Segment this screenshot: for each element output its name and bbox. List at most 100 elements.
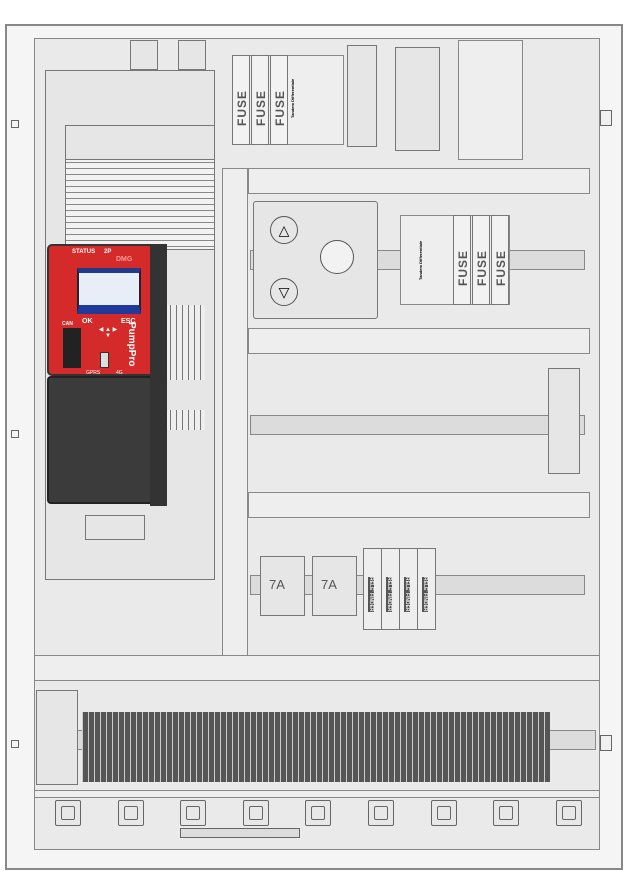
differential-label: Tandem Differentiale	[290, 78, 295, 118]
terminal	[268, 712, 274, 782]
terminal	[388, 712, 394, 782]
terminal	[172, 712, 178, 782]
terminal	[214, 712, 220, 782]
terminal	[190, 712, 196, 782]
relay-module: RELE' FINDER	[417, 548, 436, 630]
down-button[interactable]: ▽	[270, 278, 298, 306]
terminal	[400, 712, 406, 782]
controller-side-rail	[150, 244, 167, 506]
wire-duct-horizontal	[34, 655, 600, 681]
motor-switch	[178, 40, 206, 70]
terminal	[448, 712, 454, 782]
relay-7a: 7A	[260, 556, 305, 616]
terminal	[256, 712, 262, 782]
terminal	[220, 712, 226, 782]
terminal	[280, 712, 286, 782]
cable-gland	[556, 800, 582, 826]
terminal	[262, 712, 268, 782]
cable-gland	[118, 800, 144, 826]
terminal	[142, 712, 148, 782]
controller-product-name: PumpPro	[126, 322, 137, 367]
controller-can-label: CAN	[62, 321, 73, 327]
terminal	[166, 712, 172, 782]
up-button[interactable]: △	[270, 216, 298, 244]
terminal	[304, 712, 310, 782]
keypad[interactable]: ◀ ▲ ▶▼	[98, 327, 118, 339]
differential-label: Tandem Differentiale	[418, 240, 423, 280]
wire-duct-horizontal	[248, 492, 590, 518]
terminal	[472, 712, 478, 782]
terminal	[544, 712, 550, 782]
terminal	[196, 712, 202, 782]
terminal	[208, 712, 214, 782]
terminal	[94, 712, 100, 782]
terminal	[358, 712, 364, 782]
din-rail	[250, 415, 585, 435]
terminal	[274, 712, 280, 782]
terminal	[442, 712, 448, 782]
latch	[11, 430, 19, 438]
terminal	[430, 712, 436, 782]
terminal	[496, 712, 502, 782]
terminal	[88, 712, 94, 782]
transformer	[458, 40, 523, 160]
terminal	[526, 712, 532, 782]
terminal	[334, 712, 340, 782]
terminal	[394, 712, 400, 782]
control-box	[253, 201, 378, 319]
terminal	[328, 712, 334, 782]
ground-bar	[180, 828, 300, 838]
inverter-heatsink	[65, 150, 215, 250]
inverter-body	[65, 125, 215, 160]
terminal	[124, 712, 130, 782]
fuse: FUSE	[491, 215, 509, 305]
terminal	[370, 712, 376, 782]
terminal	[352, 712, 358, 782]
cable-gland	[243, 800, 269, 826]
relay-module: RELE' FINDER	[399, 548, 418, 630]
controller-brand: DMG	[116, 256, 133, 263]
fuse-block-top	[232, 55, 344, 145]
controller-2p-label: 2P	[104, 249, 112, 255]
hinge	[600, 735, 612, 751]
terminal	[412, 712, 418, 782]
terminal	[418, 712, 424, 782]
terminal	[310, 712, 316, 782]
usb-port[interactable]	[100, 352, 109, 368]
terminal	[286, 712, 292, 782]
terminal	[484, 712, 490, 782]
cable-gland	[368, 800, 394, 826]
terminal	[136, 712, 142, 782]
selector-switch[interactable]	[320, 240, 354, 274]
can-port	[63, 328, 81, 368]
cable-gland	[305, 800, 331, 826]
controller-display	[77, 268, 141, 314]
terminal	[460, 712, 466, 782]
terminal	[202, 712, 208, 782]
terminal	[502, 712, 508, 782]
terminal-block-power	[36, 690, 78, 785]
terminal	[538, 712, 544, 782]
terminal	[226, 712, 232, 782]
terminal-module	[347, 45, 377, 147]
terminal	[490, 712, 496, 782]
terminal	[346, 712, 352, 782]
terminal	[292, 712, 298, 782]
hinge	[600, 110, 612, 126]
terminal	[466, 712, 472, 782]
fuse: FUSE	[453, 215, 471, 305]
terminal	[160, 712, 166, 782]
cable-gland	[55, 800, 81, 826]
relay-rating: 7A	[321, 577, 337, 592]
terminal	[250, 712, 256, 782]
terminal	[340, 712, 346, 782]
terminal	[514, 712, 520, 782]
terminal	[322, 712, 328, 782]
terminal	[424, 712, 430, 782]
controller-esc-label: ESC	[121, 318, 136, 325]
inverter-terminal	[85, 515, 145, 540]
fuse: FUSE	[270, 55, 288, 145]
fuse: FUSE	[472, 215, 490, 305]
terminal	[148, 712, 154, 782]
fuse: FUSE	[232, 55, 250, 145]
